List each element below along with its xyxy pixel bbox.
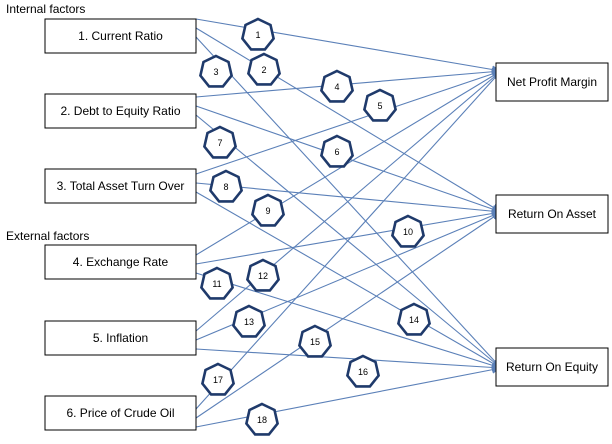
path-label-3: 3 xyxy=(198,54,234,88)
target-boxes: Net Profit Margin Return On Asset Return… xyxy=(495,62,609,387)
heptagon-shape xyxy=(245,258,281,292)
path-number: 7 xyxy=(217,138,222,148)
heptagon-shape xyxy=(246,52,282,86)
path-arrow-1 xyxy=(195,18,502,74)
path-label-14: 14 xyxy=(396,302,432,336)
source-box-debt-to-equity: 2. Debt to Equity Ratio xyxy=(44,93,197,129)
heptagon-shape xyxy=(345,354,381,388)
path-arrow-12 xyxy=(195,272,502,370)
path-number: 17 xyxy=(213,375,223,385)
path-label-15: 15 xyxy=(297,324,333,358)
path-label-17: 17 xyxy=(200,362,236,396)
path-label-12: 12 xyxy=(245,258,281,292)
path-label-5: 5 xyxy=(362,88,398,122)
heptagon-shape xyxy=(244,402,280,436)
path-number: 11 xyxy=(212,279,221,289)
source-label-total-asset-turnover: 3. Total Asset Turn Over xyxy=(57,179,185,193)
path-number: 9 xyxy=(265,206,270,216)
heptagon-shape xyxy=(198,54,234,88)
source-box-current-ratio: 1. Current Ratio xyxy=(44,18,197,54)
heptagon-shape xyxy=(362,88,398,122)
path-arrow-2 xyxy=(195,27,502,213)
source-label-crude-oil: 6. Price of Crude Oil xyxy=(66,406,174,420)
source-label-current-ratio: 1. Current Ratio xyxy=(78,29,163,43)
path-number: 18 xyxy=(257,415,267,425)
source-label-exchange-rate: 4. Exchange Rate xyxy=(73,255,169,269)
heptagon-shape xyxy=(297,324,333,358)
path-label-8: 8 xyxy=(208,169,244,203)
heptagon-shape xyxy=(200,362,236,396)
path-number: 12 xyxy=(258,271,268,281)
path-number: 13 xyxy=(244,317,254,327)
target-box-net-profit-margin: Net Profit Margin xyxy=(495,62,609,102)
target-label-net-profit-margin: Net Profit Margin xyxy=(507,75,597,89)
path-label-1: 1 xyxy=(240,17,276,51)
path-number: 14 xyxy=(409,315,419,325)
path-number: 1 xyxy=(255,30,260,40)
source-box-exchange-rate: 4. Exchange Rate xyxy=(44,244,197,280)
path-label-6: 6 xyxy=(319,134,355,168)
source-label-inflation: 5. Inflation xyxy=(93,331,148,345)
path-number: 2 xyxy=(261,65,266,75)
path-arrow-17 xyxy=(195,211,502,419)
path-arrow-16 xyxy=(195,70,502,410)
path-arrow-9 xyxy=(195,191,502,369)
heptagon-shape xyxy=(199,266,235,300)
path-label-2: 2 xyxy=(246,52,282,86)
path-label-7: 7 xyxy=(202,125,238,159)
external-factors-label: External factors xyxy=(6,229,89,243)
target-box-return-on-asset: Return On Asset xyxy=(495,194,609,234)
path-label-9: 9 xyxy=(250,193,286,227)
source-label-debt-to-equity: 2. Debt to Equity Ratio xyxy=(60,104,180,118)
path-number: 10 xyxy=(403,227,413,237)
heptagon-shape xyxy=(319,134,355,168)
path-arrow-7 xyxy=(195,70,502,175)
path-arrow-11 xyxy=(195,209,502,265)
target-label-return-on-asset: Return On Asset xyxy=(508,207,597,221)
path-label-13: 13 xyxy=(231,304,267,338)
source-box-total-asset-turnover: 3. Total Asset Turn Over xyxy=(44,168,197,204)
path-number: 15 xyxy=(310,337,320,347)
source-box-crude-oil: 6. Price of Crude Oil xyxy=(44,395,197,431)
path-number: 5 xyxy=(377,101,382,111)
arrows-layer xyxy=(195,18,502,428)
path-number: 6 xyxy=(334,147,339,157)
heptagon-shape xyxy=(202,125,238,159)
path-number: 3 xyxy=(213,67,218,77)
heptagon-shape xyxy=(208,169,244,203)
path-label-4: 4 xyxy=(319,69,355,103)
path-label-16: 16 xyxy=(345,354,381,388)
heptagon-shape xyxy=(250,193,286,227)
source-boxes: 1. Current Ratio 2. Debt to Equity Ratio… xyxy=(44,18,197,431)
path-arrow-8 xyxy=(195,182,502,216)
target-box-return-on-equity: Return On Equity xyxy=(495,347,609,387)
path-label-10: 10 xyxy=(390,214,426,248)
path-number: 16 xyxy=(358,367,368,377)
path-number: 8 xyxy=(223,182,228,192)
source-box-inflation: 5. Inflation xyxy=(44,320,197,356)
heptagon-shape xyxy=(319,69,355,103)
path-arrow-10 xyxy=(195,70,502,256)
heptagon-shape xyxy=(396,302,432,336)
path-label-11: 11 xyxy=(199,266,235,300)
path-arrow-13 xyxy=(195,70,502,332)
heptagon-shape xyxy=(231,304,267,338)
internal-factors-label: Internal factors xyxy=(6,2,85,16)
path-number: 4 xyxy=(334,82,339,92)
target-label-return-on-equity: Return On Equity xyxy=(506,360,598,374)
heptagon-shape xyxy=(390,214,426,248)
heptagon-shape xyxy=(240,17,276,51)
path-label-18: 18 xyxy=(244,402,280,436)
